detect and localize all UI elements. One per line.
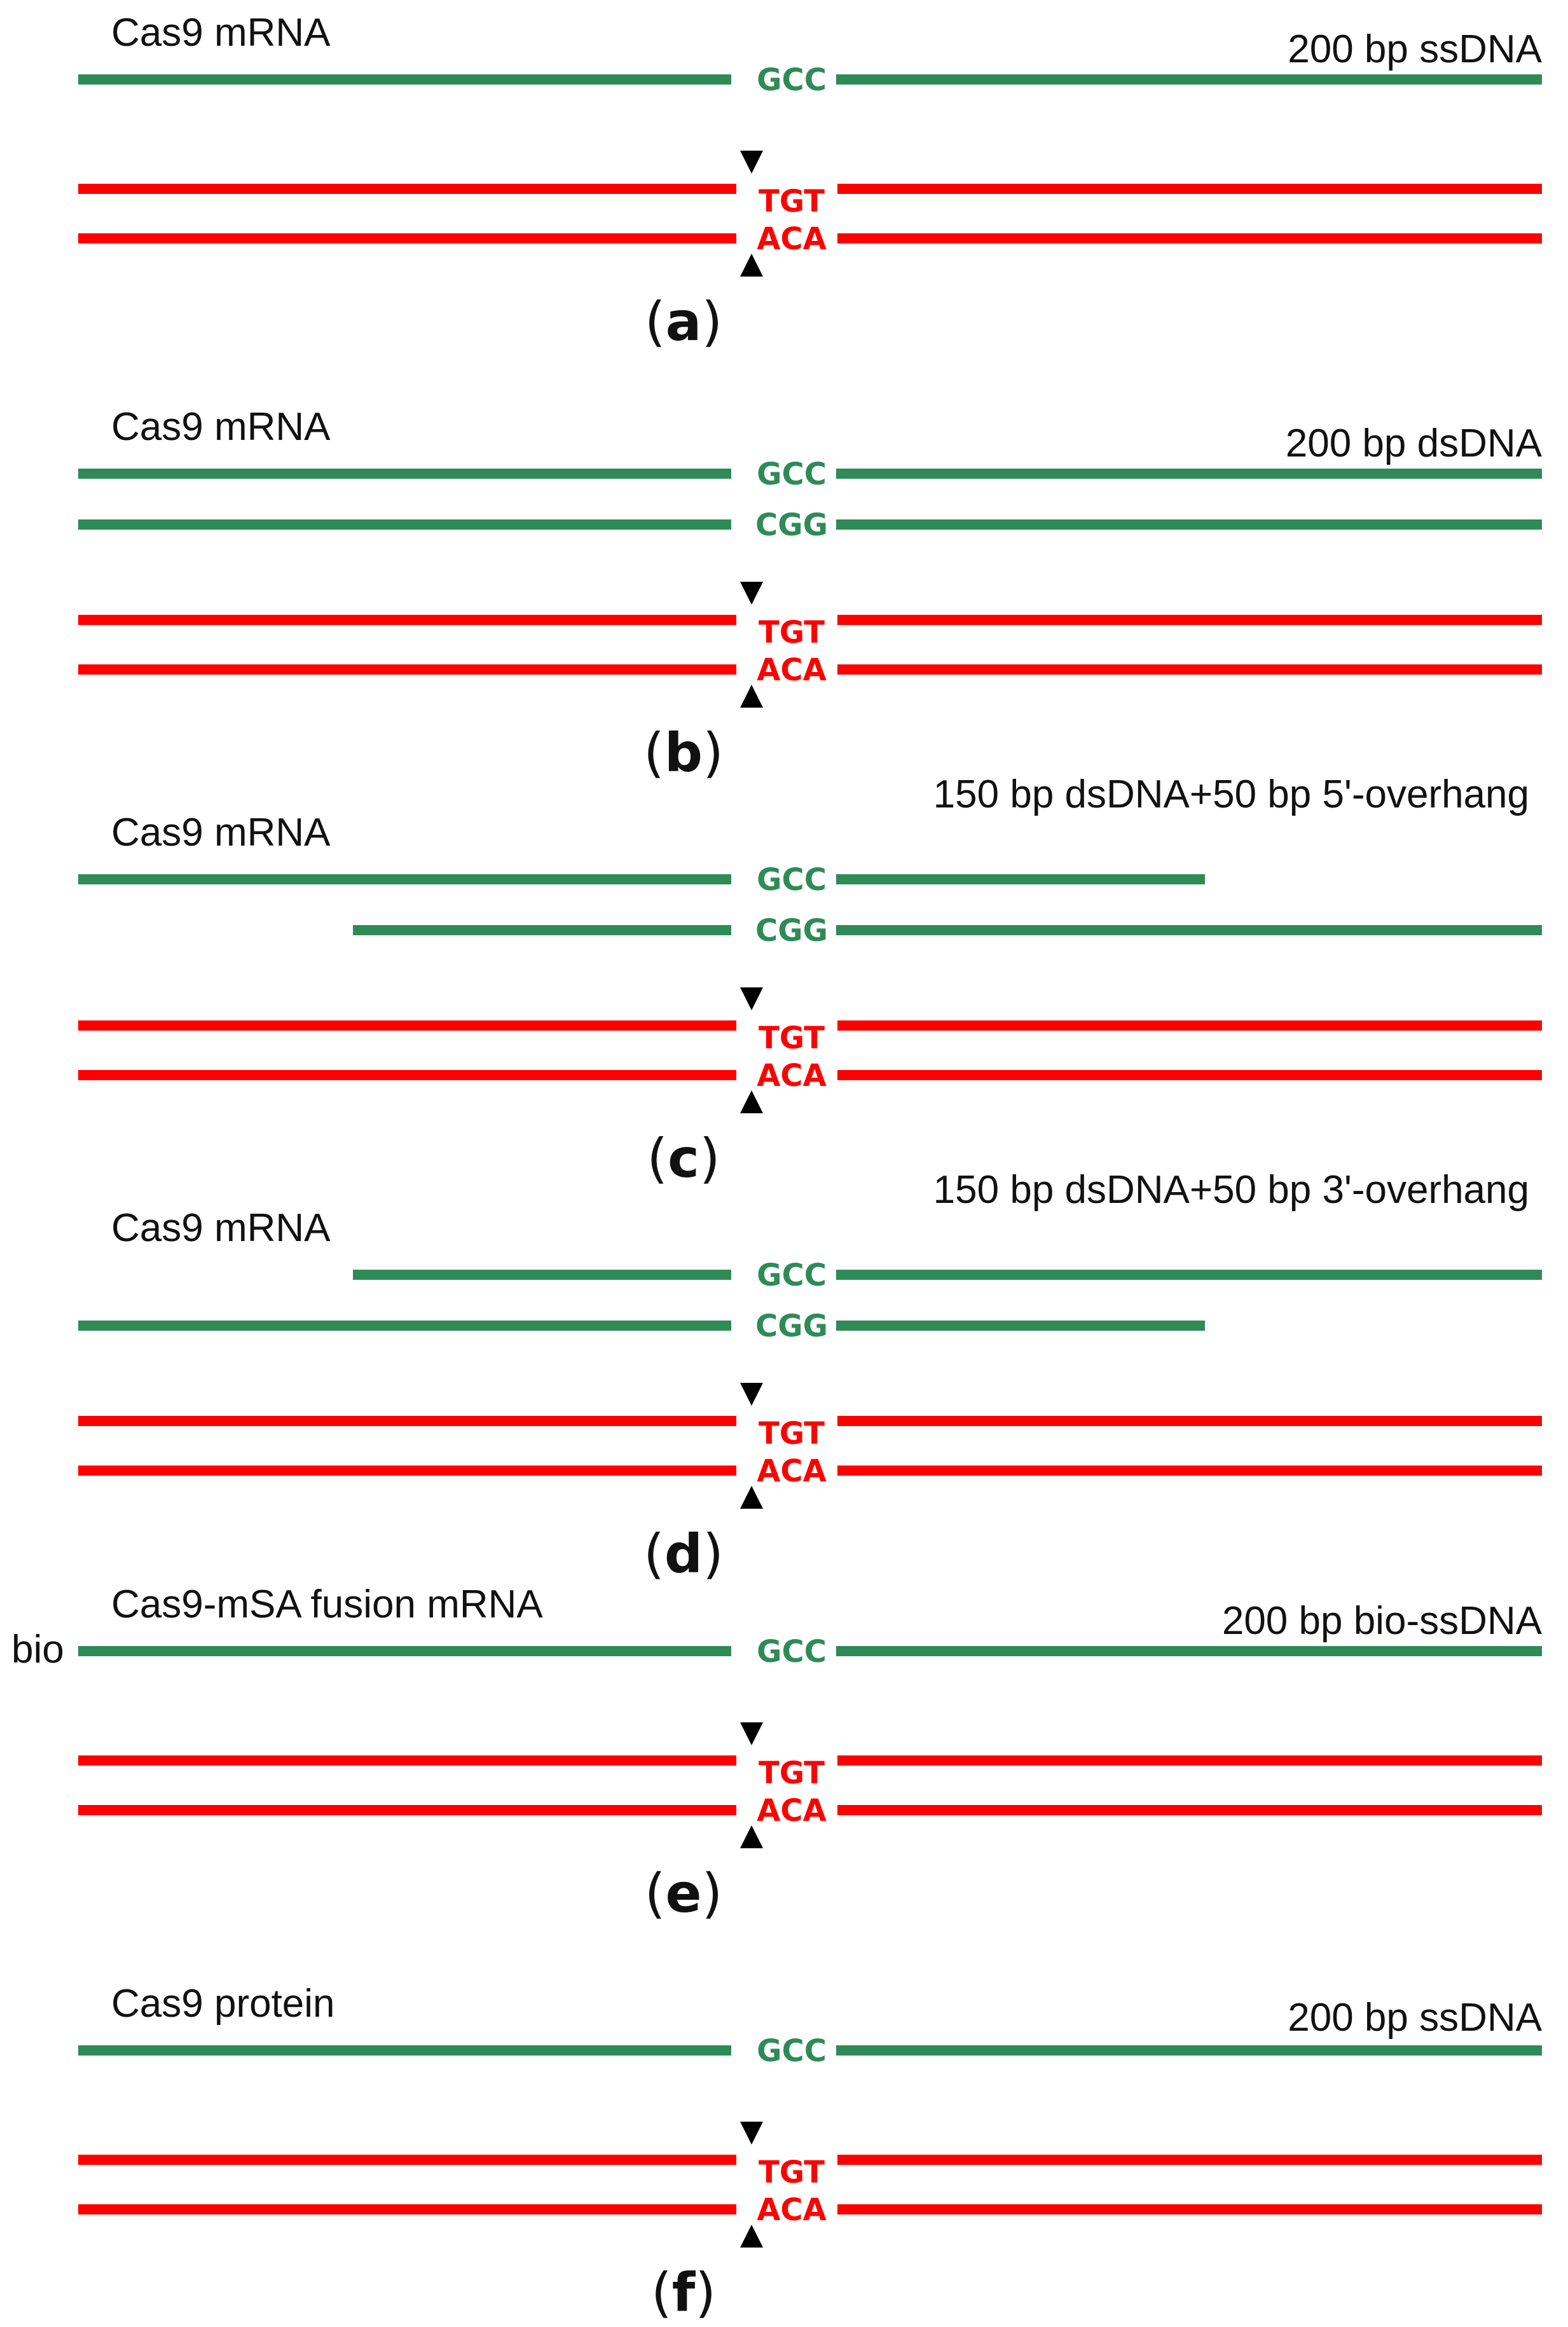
panel-letter: e <box>666 1862 702 1925</box>
donor-label: 200 bp dsDNA <box>1286 422 1543 465</box>
target-bottom-sequence: ACA <box>757 652 827 688</box>
nuclease-label: Cas9 mRNA <box>111 811 331 855</box>
cut-site-arrow-down-icon <box>740 582 763 605</box>
biotin-label: bio <box>11 1628 64 1671</box>
cut-site-arrow-down-icon <box>740 987 763 1010</box>
donor-top-sequence: GCC <box>757 1634 827 1670</box>
panel-d: Cas9 mRNA 150 bp dsDNA+50 bp 3'-overhangG… <box>78 1168 1542 1585</box>
donor-label: 150 bp dsDNA+50 bp 5'-overhang <box>933 772 1529 816</box>
cut-site-arrow-down-icon <box>740 1383 763 1406</box>
target-bottom-sequence: ACA <box>757 1058 827 1094</box>
donor-label: 150 bp dsDNA+50 bp 3'-overhang <box>933 1168 1529 1212</box>
panel-label: (a) <box>645 291 722 353</box>
donor-bottom-sequence: CGG <box>755 913 828 949</box>
target-top-sequence: TGT <box>759 1416 825 1452</box>
donor-top-sequence: GCC <box>757 1258 827 1293</box>
nuclease-label: Cas9 mRNA <box>111 11 331 55</box>
nuclease-label: Cas9 mRNA <box>111 1206 331 1250</box>
target-bottom-sequence: ACA <box>757 1793 827 1829</box>
donor-label: 200 bp ssDNA <box>1288 1996 1542 2040</box>
target-top-sequence: TGT <box>759 1020 825 1056</box>
cut-site-arrow-down-icon <box>740 151 763 174</box>
panel-label: (f) <box>651 2262 716 2324</box>
donor-top-sequence: GCC <box>757 62 827 98</box>
panel-letter: b <box>664 722 703 784</box>
panel-letter: f <box>672 2262 696 2324</box>
cut-site-arrow-down-icon <box>740 2122 763 2145</box>
cut-site-arrow-up-icon <box>740 1825 763 1848</box>
panel-e: Cas9-mSA fusion mRNA 200 bp bio-ssDNA GCC b… <box>11 1582 1543 1925</box>
cut-site-arrow-up-icon <box>740 1486 763 1509</box>
cut-site-arrow-up-icon <box>740 2225 763 2248</box>
cut-site-arrow-up-icon <box>740 685 763 708</box>
panel-label: (d) <box>643 1523 724 1585</box>
donor-top-sequence: GCC <box>757 862 827 898</box>
target-top-sequence: TGT <box>759 1755 825 1791</box>
donor-bottom-sequence: CGG <box>755 1308 828 1344</box>
target-top-sequence: TGT <box>759 2155 825 2190</box>
target-top-sequence: TGT <box>759 615 825 650</box>
nuclease-label: Cas9 protein <box>111 1982 335 2026</box>
cut-site-arrow-down-icon <box>740 1722 763 1745</box>
target-top-sequence: TGT <box>759 184 825 219</box>
donor-top-sequence: GCC <box>757 2033 827 2069</box>
nuclease-label: Cas9 mRNA <box>111 405 331 449</box>
target-bottom-sequence: ACA <box>757 1453 827 1489</box>
target-bottom-sequence: ACA <box>757 2192 827 2228</box>
panel-letter: d <box>664 1523 703 1585</box>
panel-label: (b) <box>643 722 724 784</box>
donor-label: 200 bp bio-ssDNA <box>1222 1599 1543 1643</box>
donor-bottom-sequence: CGG <box>755 507 828 543</box>
donor-top-sequence: GCC <box>757 456 827 492</box>
panel-label: (c) <box>647 1127 720 1190</box>
panel-c: Cas9 mRNA 150 bp dsDNA+50 bp 5'-overhangG… <box>78 772 1542 1190</box>
nuclease-label: Cas9-mSA fusion mRNA <box>111 1582 543 1626</box>
target-bottom-sequence: ACA <box>757 221 827 257</box>
donor-label: 200 bp ssDNA <box>1288 27 1542 71</box>
cut-site-arrow-up-icon <box>740 254 763 277</box>
panel-letter: c <box>668 1127 699 1190</box>
panel-label: (e) <box>645 1862 723 1925</box>
cut-site-arrow-up-icon <box>740 1090 763 1113</box>
panel-letter: a <box>666 291 702 353</box>
